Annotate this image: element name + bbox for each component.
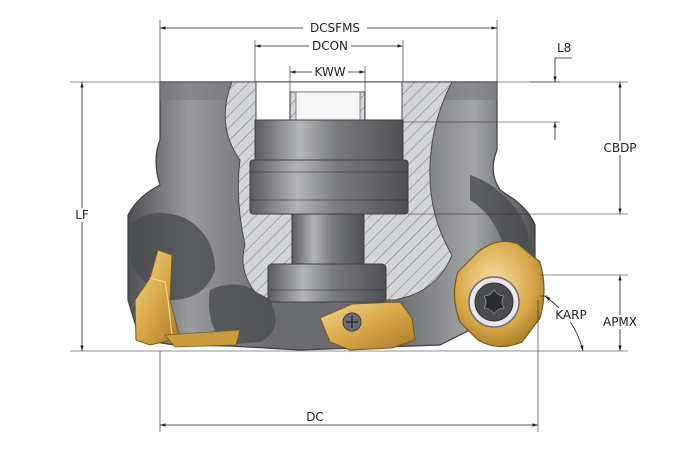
dcsfms-label: DCSFMS [310,21,360,35]
wedge-left [164,329,241,348]
dc-label: DC [306,410,324,424]
inserts [134,240,545,351]
kww-label: KWW [314,65,345,79]
l8-label: L8 [557,41,571,55]
chip-pocket-center [209,284,276,345]
cbdp-label: CBDP [603,141,636,155]
screw-head [267,263,387,303]
screw-shank [291,213,365,265]
keyway-inner [295,91,361,125]
insert-left-edge [149,277,173,336]
cutter-body [127,81,536,351]
karp-arc [544,295,584,352]
dimensions: DCSFMS DCON KWW L8 CBDP LF [70,20,642,432]
bore-upper [254,119,404,161]
insert-center [319,301,416,351]
apmx-label: APMX [603,315,637,329]
torx-icon [483,289,505,315]
lf-label: LF [75,208,89,222]
karp-label: KARP [555,308,586,322]
bore-collar [249,159,409,215]
dcon-label: DCON [312,39,348,53]
insert-left [134,249,181,346]
